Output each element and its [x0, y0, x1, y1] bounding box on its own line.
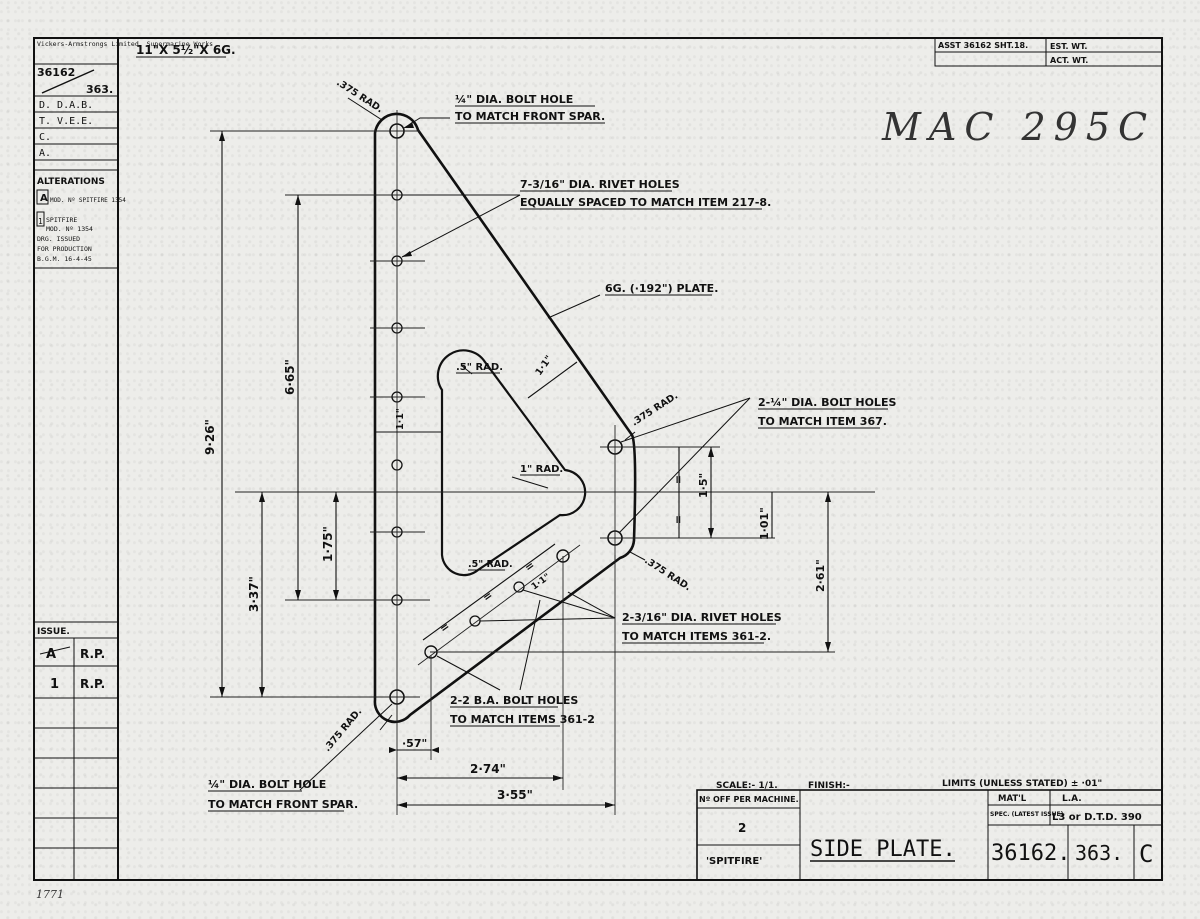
dim-1-1-small: 1·1" [530, 572, 553, 592]
approval-dab: D. D.A.B. [39, 100, 93, 111]
right-upper-radius: .375 RAD. [630, 390, 680, 428]
ba-bolt-holes-note-2: TO MATCH ITEMS 361-2 [450, 713, 595, 726]
alteration-a-text: MOD. Nº SPITFIRE 1354 [50, 197, 126, 204]
annotations: ¼" DIA. BOLT HOLE TO MATCH FRONT SPAR. .… [208, 77, 896, 812]
cutout-radius-top: .5" RAD. [456, 362, 503, 373]
aircraft-name: 'SPITFIRE' [706, 856, 762, 867]
drawing-title: SIDE PLATE. [810, 837, 956, 862]
right-lower-radius: .375 RAD. [642, 555, 692, 593]
rivet-hole-lower-1 [469, 615, 481, 627]
bottom-bolt-hole-note-1: ¼" DIA. BOLT HOLE [208, 778, 326, 791]
arrowheads [219, 122, 831, 808]
equal-mark-1: = [437, 619, 452, 635]
bolt-holes-2-note-1: 2-¼" DIA. BOLT HOLES [758, 396, 896, 409]
company-name: Vickers-Armstrongs Limited, Supermarine … [37, 40, 213, 48]
plate-cutout [436, 349, 587, 577]
alteration-1-line-5: B.G.M. 16-4-45 [37, 255, 92, 263]
dim-0-57: ·57" [402, 737, 427, 750]
material-label: MAT'L [998, 794, 1027, 804]
hole-pattern [389, 123, 623, 705]
material-value: L.A. [1062, 794, 1082, 804]
scale-label: SCALE:- 1/1. [716, 781, 778, 791]
est-wt-label: EST. WT. [1050, 42, 1087, 51]
dim-9-26: 9·26" [203, 419, 217, 455]
leader-lines [299, 97, 751, 791]
dim-2-74: 2·74" [470, 762, 506, 776]
approval-vee: T. V.E.E. [39, 116, 93, 127]
dim-2-61: 2·61" [814, 559, 827, 592]
top-bolt-hole-note-2: TO MATCH FRONT SPAR. [455, 110, 605, 123]
title-item-number: 363. [1075, 841, 1123, 865]
title-drawing-number: 36162. [991, 841, 1070, 866]
vertical-width-dimension: 1·1" [395, 408, 406, 430]
issue-mark-a: A [46, 647, 56, 662]
no-off-value: 2 [738, 821, 746, 835]
inner-radius-1: 1" RAD. [520, 464, 563, 475]
assembly-reference: ASST 36162 SHT.18. [938, 41, 1028, 50]
issue-by-a: R.P. [80, 647, 105, 661]
left-block: Vickers-Armstrongs Limited, Supermarine … [34, 40, 213, 880]
dim-1-01: 1·01" [758, 507, 771, 540]
plate-outline [373, 112, 637, 724]
rivet-holes-7-note-1: 7-3/16" DIA. RIVET HOLES [520, 178, 680, 191]
rivet-holes-2-note-2: TO MATCH ITEMS 361-2. [622, 630, 771, 643]
dim-6-65: 6·65" [283, 359, 297, 395]
equal-mark-2: = [480, 588, 495, 604]
limits-label: LIMITS (UNLESS STATED) ± ·01" [942, 779, 1102, 789]
equal-mark-3: = [522, 558, 537, 574]
ba-bolt-holes-note-1: 2-2 B.A. BOLT HOLES [450, 694, 578, 707]
diagonal-width-dimension: 1·1" [533, 354, 555, 378]
plate-thickness-note: 6G. (·192") PLATE. [605, 282, 718, 295]
dim-1-75: 1·75" [321, 526, 335, 562]
rivet-holes-2-note-1: 2-3/16" DIA. RIVET HOLES [622, 611, 782, 624]
approval-a: A. [39, 148, 51, 159]
alteration-1-line-3: DRG. ISSUED [37, 235, 80, 243]
spec-value: L3 or D.T.D. 390 [1052, 812, 1142, 823]
bottom-bolt-hole-note-2: TO MATCH FRONT SPAR. [208, 798, 358, 811]
equal-mark-lower: = [672, 515, 685, 524]
centre-lines [210, 110, 875, 815]
alteration-1-line-2: MOD. Nº 1354 [46, 225, 93, 233]
cutout-radius-bottom: .5" RAD. [468, 559, 513, 570]
title-block: SCALE:- 1/1. FINISH:- LIMITS (UNLESS STA… [696, 779, 1163, 881]
no-off-label: Nº OFF PER MACHINE. [699, 795, 799, 804]
alteration-1-line-1: SPITFIRE [46, 216, 77, 224]
dimension-values: 9·26" 6·65" 3·37" 1·75" 1·5" 1·01" 2·61"… [203, 359, 827, 802]
sheet-border [33, 37, 1163, 881]
finish-label: FINISH:- [808, 781, 850, 791]
side-plate-part [373, 112, 637, 724]
dim-3-37: 3·37" [247, 576, 261, 612]
bottom-radius: .375 RAD. [322, 706, 364, 754]
corner-note: 1771 [36, 888, 64, 901]
handwritten-reference: MAC 295C [881, 105, 1155, 149]
approval-c: C. [39, 132, 51, 143]
dim-1-5: 1·5" [697, 473, 710, 498]
alteration-1-line-4: FOR PRODUCTION [37, 245, 92, 253]
top-area: 11"X 5½"X 6G. ASST 36162 SHT.18. EST. WT… [136, 37, 1163, 149]
alteration-a-letter: A [40, 193, 48, 204]
alterations-heading: ALTERATIONS [37, 177, 105, 187]
issue-by-1: R.P. [80, 677, 105, 691]
left-item-number: 363. [86, 83, 113, 96]
issue-letter: C [1139, 840, 1153, 868]
dim-3-55: 3·55" [497, 788, 533, 802]
bolt-holes-2-note-2: TO MATCH ITEM 367. [758, 415, 887, 428]
dimension-lines [221, 131, 829, 806]
rivet-holes-7-note-2: EQUALLY SPACED TO MATCH ITEM 217-8. [520, 196, 771, 209]
top-bolt-hole-note-1: ¼" DIA. BOLT HOLE [455, 93, 573, 106]
left-drawing-number: 36162 [37, 66, 75, 79]
act-wt-label: ACT. WT. [1050, 56, 1088, 65]
issue-heading: ISSUE. [37, 627, 70, 637]
equal-mark-upper: = [672, 475, 685, 484]
spec-label: SPEC. (LATEST ISSUE) [990, 811, 1064, 818]
top-radius: .375 RAD. [334, 77, 384, 115]
stock-size: 11"X 5½"X 6G. [136, 43, 236, 57]
issue-mark-1: 1 [50, 677, 59, 692]
alteration-1-number: 1 [38, 217, 43, 226]
